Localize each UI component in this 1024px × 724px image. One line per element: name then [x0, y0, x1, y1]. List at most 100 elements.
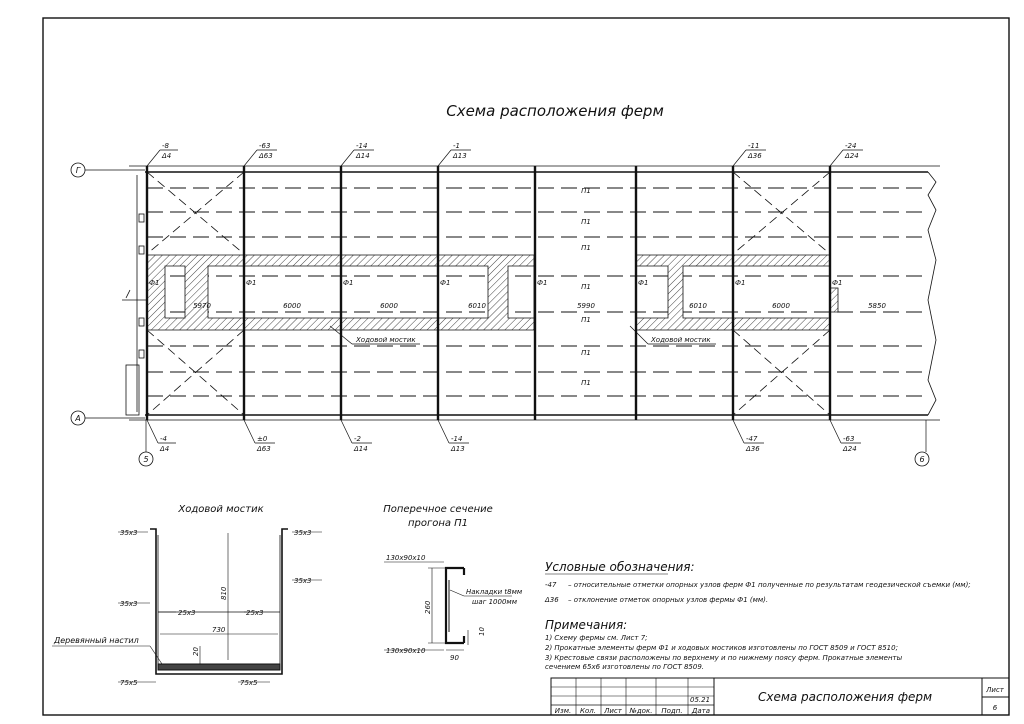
axis-bubble-bottom: А	[70, 410, 86, 426]
legend-text-2: – отклонение отметок опорных узлов фермы…	[568, 596, 768, 604]
svg-text:Δ63: Δ63	[256, 445, 271, 453]
legend-text-1: – относительные отметки опорных узлов фе…	[568, 581, 971, 589]
svg-text:-24: -24	[845, 142, 856, 150]
purlin-label: П1	[581, 283, 591, 291]
truss-label: Ф1	[149, 279, 159, 287]
svg-text:Δ4: Δ4	[161, 152, 171, 160]
plan-outline	[125, 165, 940, 421]
svg-text:6: 6	[919, 455, 924, 464]
svg-text:Δ14: Δ14	[353, 445, 368, 453]
purlin-section-title-1: Поперечное сечение	[383, 504, 493, 515]
truss-labels: Ф1 Ф1 Ф1 Ф1 Ф1 Ф1 Ф1 Ф1	[149, 279, 842, 287]
stamp-header: Кол.	[580, 707, 596, 715]
svg-text:-63: -63	[843, 435, 854, 443]
axis-lines	[85, 169, 927, 452]
walkway-callout-right: Ходовой мостик	[629, 325, 716, 345]
stamp-header: Подп.	[661, 707, 682, 715]
svg-text:-2: -2	[354, 435, 362, 443]
span-dim: 5990	[577, 302, 595, 310]
top-mark-3: -1 Δ13	[437, 142, 471, 167]
svg-text:-8: -8	[162, 142, 170, 150]
svg-text:А: А	[74, 414, 80, 423]
cross-bracing	[146, 171, 831, 416]
span-dim: 6000	[283, 302, 301, 310]
bottom-mark-4: -47 Δ36	[732, 419, 764, 453]
angle-label-bottom-left: 75х5	[120, 679, 138, 687]
walkway-section	[52, 528, 322, 683]
stamp-date: 05.21	[690, 696, 710, 704]
purlin-profile-top: 130х90х10	[386, 554, 426, 562]
svg-text:-4: -4	[160, 435, 167, 443]
truss-label: Ф1	[638, 279, 648, 287]
purlin-profile-bottom: 130х90х10	[386, 647, 426, 655]
purlin-pad-label-2: шаг 1000мм	[472, 598, 518, 606]
svg-text:-11: -11	[748, 142, 759, 150]
purlin-dim-height: 260	[424, 600, 432, 614]
tick-mark	[125, 289, 131, 299]
purlin-dim-small: 10	[478, 627, 486, 636]
svg-text:Δ36: Δ36	[745, 445, 760, 453]
span-dim: 5970	[193, 302, 211, 310]
stamp-header: Дата	[691, 707, 710, 715]
note-line-1: 1) Схему фермы см. Лист 7;	[545, 634, 648, 642]
svg-text:-1: -1	[453, 142, 460, 150]
trusses	[145, 166, 832, 420]
angle-label-inner-left: 25х3	[178, 609, 196, 617]
stamp-sheet-number: 6	[993, 704, 998, 712]
bottom-mark-3: -14 Δ13	[437, 419, 469, 453]
angle-label-bottom-right: 75х5	[240, 679, 258, 687]
deck-label: Деревянный настил	[53, 636, 139, 645]
span-dim: 6010	[689, 302, 707, 310]
svg-text:-47: -47	[746, 435, 758, 443]
svg-text:5: 5	[143, 455, 148, 464]
purlins	[147, 187, 926, 397]
svg-text:Г: Г	[76, 166, 81, 175]
axis-bubble-right: 6	[914, 451, 930, 467]
purlin-label: П1	[581, 244, 591, 252]
truss-label: Ф1	[246, 279, 256, 287]
purlin-label: П1	[581, 316, 591, 324]
purlin-section-title-2: прогона П1	[408, 518, 468, 529]
truss-label: Ф1	[832, 279, 842, 287]
dim-width: 730	[212, 626, 226, 634]
svg-text:±0: ±0	[257, 435, 268, 443]
stamp-title: Схема расположения ферм	[758, 690, 932, 704]
dim-height: 810	[220, 586, 228, 600]
notes-title: Примечания:	[545, 618, 627, 632]
truss-label: Ф1	[735, 279, 745, 287]
svg-text:Δ24: Δ24	[842, 445, 857, 453]
svg-text:-63: -63	[259, 142, 270, 150]
truss-label: Ф1	[343, 279, 353, 287]
title-block	[550, 677, 1010, 716]
svg-text:Δ36: Δ36	[747, 152, 762, 160]
note-line-3: 3) Крестовые связи расположены по верхне…	[545, 654, 903, 662]
angle-label-mid-right: 35х3	[294, 577, 312, 585]
bottom-mark-0: -4 Δ4	[146, 419, 176, 453]
drawing-title: Схема расположения ферм	[446, 102, 664, 120]
span-dim: 5850	[868, 302, 886, 310]
axis-bubble-left: 5	[138, 451, 154, 467]
truss-label: Ф1	[537, 279, 547, 287]
top-mark-1: -63 Δ63	[243, 142, 277, 167]
legend-symbol-1: -47	[545, 581, 557, 589]
stamp-header: Изм.	[555, 707, 571, 715]
span-dim: 6000	[380, 302, 398, 310]
angle-label-mid-left: 35х3	[120, 600, 138, 608]
top-mark-5: -24 Δ24	[829, 142, 863, 167]
angle-label-inner-right: 25х3	[246, 609, 264, 617]
svg-text:-14: -14	[451, 435, 462, 443]
angle-label-top-left: 35х3	[120, 529, 138, 537]
purlin-pad-label-1: Накладки t8мм	[466, 588, 523, 596]
purlin-label: П1	[581, 187, 591, 195]
purlin-label: П1	[581, 349, 591, 357]
legend-symbol-2: Δ36	[544, 596, 559, 604]
legend-title: Условные обозначения:	[545, 560, 695, 574]
svg-text:Δ24: Δ24	[844, 152, 859, 160]
sheet-frame	[42, 17, 1010, 716]
svg-text:Δ63: Δ63	[258, 152, 273, 160]
top-mark-0: -8 Δ4	[146, 142, 178, 167]
axis-bubble-top: Г	[70, 162, 86, 178]
svg-text:Δ13: Δ13	[450, 445, 465, 453]
top-mark-4: -11 Δ36	[732, 142, 766, 167]
